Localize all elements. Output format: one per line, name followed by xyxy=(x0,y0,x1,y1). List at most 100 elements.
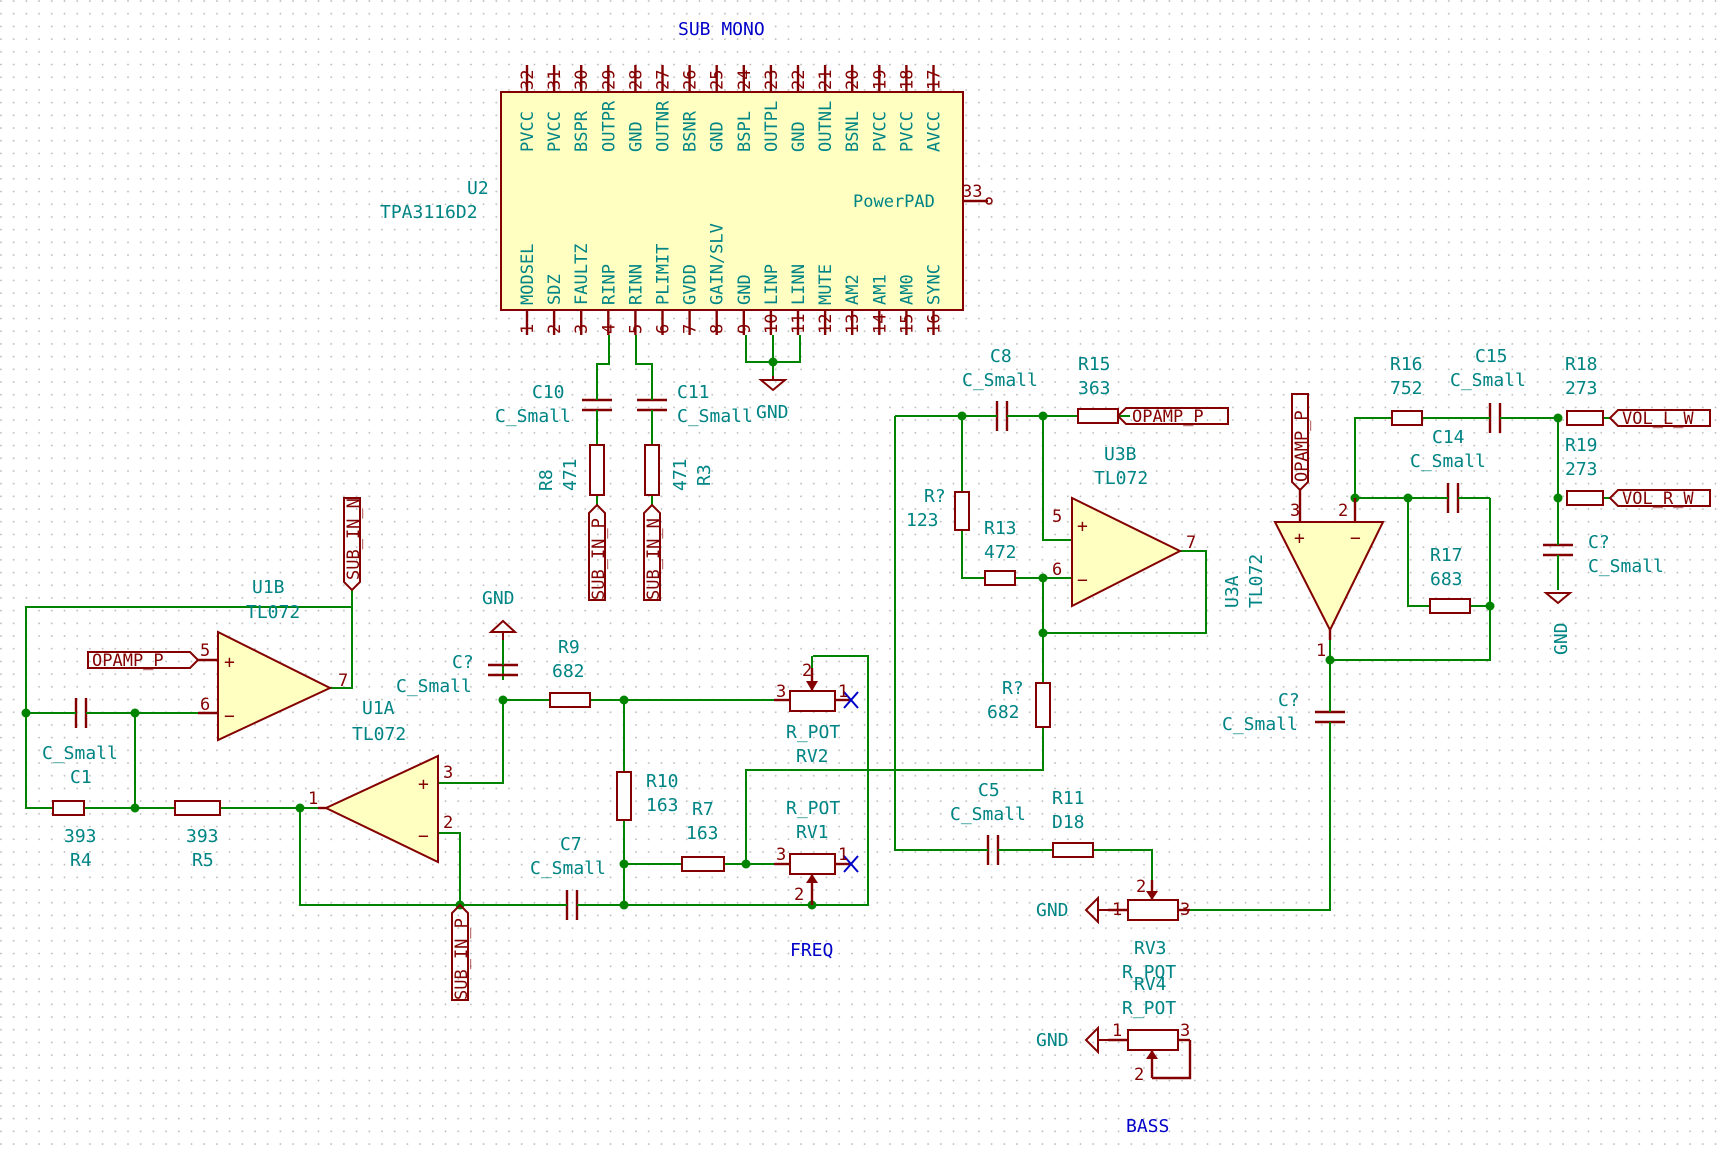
resistor-r9-ref: R9 xyxy=(558,637,580,658)
opamp-u3a[interactable]: + − 3 2 1 U3A TL072 xyxy=(1222,498,1385,661)
cap-c1[interactable]: C1 C_Small xyxy=(42,698,118,788)
pot-rv4[interactable]: 1 2 3 RV4 R_POT xyxy=(1108,974,1192,1085)
opamp-u3b[interactable]: + − 5 6 7 U3B TL072 xyxy=(1052,444,1196,608)
resistor-r4[interactable]: 393 R4 xyxy=(52,800,97,871)
ic-u2-pin-12-num: 12 xyxy=(816,314,836,334)
label-opamp-p-3-text: OPAMP_P xyxy=(1292,410,1312,482)
ic-u2-value: TPA3116D2 xyxy=(380,202,478,223)
ic-u2-pin-16-num: 16 xyxy=(925,314,945,334)
cap-c8-ref: C8 xyxy=(990,346,1012,367)
label-vol-r-w[interactable]: VOL_R_W xyxy=(1608,489,1711,509)
resistor-r13-ref: R13 xyxy=(984,518,1017,539)
resistor-r3[interactable]: 471 R3 xyxy=(644,444,715,496)
cap-c5-ref: C5 xyxy=(978,780,1000,801)
cap-c-unref-3[interactable]: C? C_Small xyxy=(1222,690,1345,742)
ic-u2[interactable]: 32PVCC31PVCC30BSPR29OUTPR28GND27OUTNR26B… xyxy=(380,65,993,335)
gnd-right-cap-label: GND xyxy=(1551,622,1572,655)
opamp-u1a[interactable]: + − 3 2 1 U1A TL072 xyxy=(308,698,453,864)
cap-c15[interactable]: C15 C_Small xyxy=(1450,346,1526,433)
label-sub-in-n-2-text: SUB_IN_N xyxy=(344,498,364,580)
resistor-r15[interactable]: R15 363 xyxy=(1077,354,1119,424)
label-sub-in-n-1-text: SUB_IN_N xyxy=(644,518,664,600)
svg-text:−: − xyxy=(224,706,235,727)
ic-u2-ref: U2 xyxy=(467,178,489,199)
resistor-r17[interactable]: R17 683 xyxy=(1429,545,1471,614)
resistor-r13-value: 472 xyxy=(984,542,1017,563)
label-vol-l-w[interactable]: VOL_L_W xyxy=(1608,409,1711,429)
svg-text:+: + xyxy=(1294,528,1305,549)
cap-c10[interactable]: C10 C_Small xyxy=(495,382,612,427)
ic-u2-pin-24-num: 24 xyxy=(735,70,755,90)
ic-u2-pin-4-name: RINP xyxy=(599,264,619,305)
ic-u2-pin-20-name: BSNL xyxy=(843,111,863,152)
resistor-r17-ref: R17 xyxy=(1430,545,1463,566)
label-sub-in-p-1[interactable]: SUB_IN_P xyxy=(588,503,609,601)
opamp-u1b[interactable]: + − 5 6 7 U1B TL072 xyxy=(135,577,348,742)
ic-u2-pin-9-name: GND xyxy=(735,274,755,305)
resistor-r9-value: 682 xyxy=(552,661,585,682)
label-opamp-p-1[interactable]: OPAMP_P xyxy=(87,651,200,671)
ic-u2-pin-8-num: 8 xyxy=(708,324,728,334)
resistor-r10-value: 163 xyxy=(646,795,679,816)
label-sub-in-p-2[interactable]: SUB_IN_P xyxy=(451,903,472,1001)
ic-u2-pin-25-num: 25 xyxy=(708,70,728,90)
label-vol-r-w-text: VOL_R_W xyxy=(1622,489,1694,509)
resistor-r11[interactable]: R11 D18 xyxy=(1052,788,1094,858)
resistor-r-unref-2-ref: R? xyxy=(1002,678,1024,699)
cap-c8[interactable]: C8 C_Small xyxy=(962,346,1038,431)
resistor-r4-value: 393 xyxy=(64,826,97,847)
resistor-r10[interactable]: R10 163 xyxy=(616,771,679,821)
resistor-r13[interactable]: R13 472 xyxy=(984,518,1017,586)
cap-c11[interactable]: C11 C_Small xyxy=(637,382,753,427)
ic-u2-pin-27-num: 27 xyxy=(654,70,674,90)
ic-u2-pin-15-num: 15 xyxy=(897,314,917,334)
resistor-r15-ref: R15 xyxy=(1078,354,1111,375)
svg-text:+: + xyxy=(224,652,235,673)
ic-u2-pin-2-num: 2 xyxy=(545,324,565,334)
ic-u2-pin-33-name: PowerPAD xyxy=(853,192,935,212)
resistor-r4-ref: R4 xyxy=(70,850,92,871)
ic-u2-pin-27-name: OUTNR xyxy=(654,100,674,152)
ic-u2-pin-22-name: GND xyxy=(789,121,809,152)
resistor-r5[interactable]: 393 R5 xyxy=(174,800,221,871)
ic-u2-pin-19-name: PVCC xyxy=(870,111,890,152)
pot-rv2-pin-a: 3 xyxy=(776,682,786,702)
resistor-r9[interactable]: R9 682 xyxy=(549,637,591,708)
cap-c5[interactable]: C5 C_Small xyxy=(950,780,1026,865)
ic-u2-pin-17-name: AVCC xyxy=(925,111,945,152)
label-sub-in-n-2[interactable]: SUB_IN_N xyxy=(343,497,364,592)
resistor-r-unref-2[interactable]: R? 682 xyxy=(987,678,1051,728)
resistor-r-unref-1[interactable]: R? 123 xyxy=(906,486,970,531)
ic-u2-pin-31-name: PVCC xyxy=(545,111,565,152)
pot-rv2[interactable]: 3 2 1 R_POT RV2 xyxy=(774,656,859,767)
resistor-r8[interactable]: R8 471 xyxy=(536,444,605,496)
cap-c-unref-2[interactable]: C? C_Small xyxy=(1543,532,1664,577)
resistor-r10-ref: R10 xyxy=(646,771,679,792)
cap-c14[interactable]: C14 C_Small xyxy=(1410,427,1486,513)
resistor-r15-value: 363 xyxy=(1078,378,1111,399)
cap-c14-value: C_Small xyxy=(1410,451,1486,472)
label-opamp-p-3[interactable]: OPAMP_P xyxy=(1291,393,1312,498)
cap-c7[interactable]: C7 C_Small xyxy=(530,834,606,920)
gnd-rv4: GND xyxy=(1036,1025,1108,1055)
resistor-r7-value: 163 xyxy=(686,823,719,844)
resistor-r18[interactable]: R18 273 xyxy=(1565,354,1604,426)
label-opamp-p-2[interactable]: OPAMP_P xyxy=(1116,407,1229,427)
ic-u2-pin-5-num: 5 xyxy=(626,324,646,334)
ic-u2-pin-12-name: MUTE xyxy=(816,264,836,305)
resistor-r11-ref: R11 xyxy=(1052,788,1085,809)
resistor-r3-value: 471 xyxy=(670,458,691,491)
ic-u2-pin-11-num: 11 xyxy=(789,314,809,334)
pot-rv3[interactable]: 1 2 3 RV3 R_POT xyxy=(1108,877,1190,983)
ic-u2-pin-13-name: AM2 xyxy=(843,274,863,305)
label-vol-l-w-text: VOL_L_W xyxy=(1622,409,1694,429)
pot-rv1[interactable]: 3 2 1 R_POT RV1 xyxy=(774,798,859,905)
resistor-r16-value: 752 xyxy=(1390,378,1423,399)
resistor-r19[interactable]: R19 273 xyxy=(1565,435,1604,506)
resistor-r7[interactable]: R7 163 xyxy=(681,799,725,872)
opamp-u3b-pin-minus: 6 xyxy=(1052,560,1062,580)
resistor-r16[interactable]: R16 752 xyxy=(1390,354,1423,426)
gnd-u1a-cap-label: GND xyxy=(482,588,515,609)
label-sub-in-n-1[interactable]: SUB_IN_N xyxy=(643,503,664,601)
cap-c-unref-1[interactable]: C? C_Small xyxy=(396,640,518,697)
